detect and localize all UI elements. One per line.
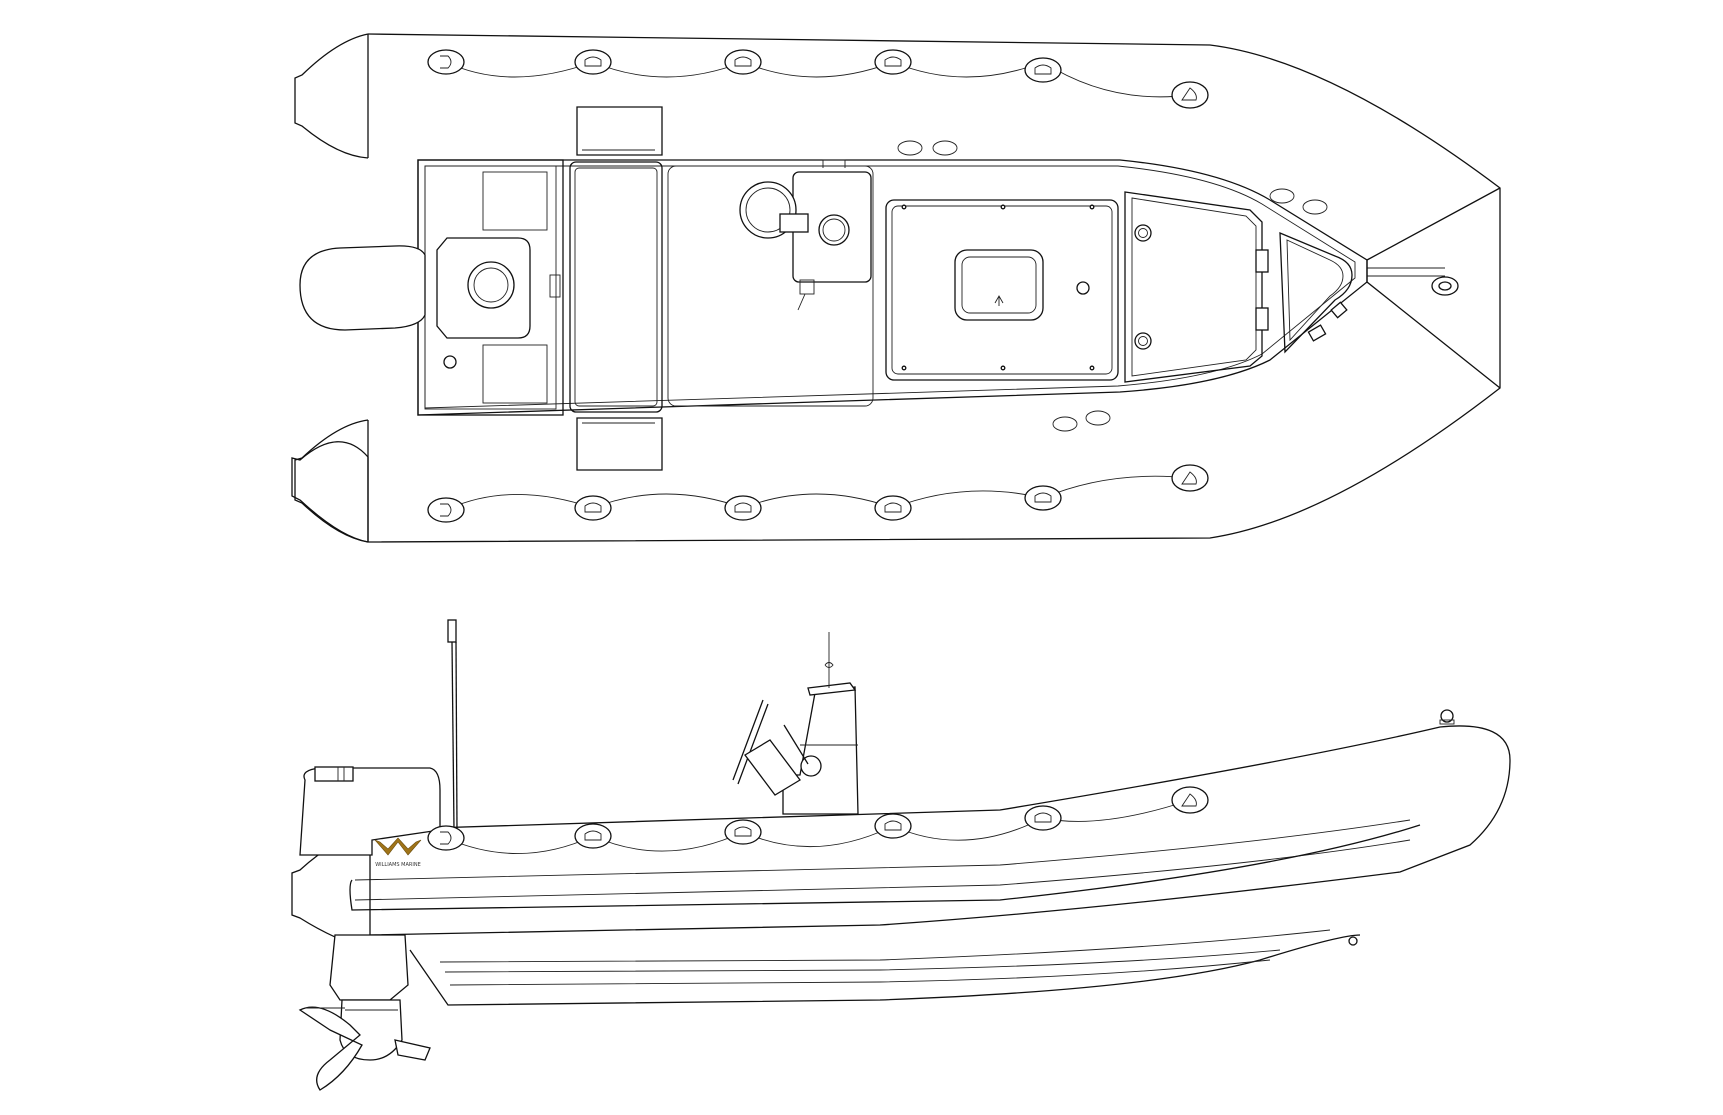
grab-handles-starboard (427, 464, 1209, 523)
transom-pad-top (482, 171, 548, 231)
motor-well (436, 237, 531, 339)
transom-drain (443, 355, 457, 369)
hinge-upper (1255, 249, 1269, 273)
side-hull (409, 934, 1361, 1006)
bow-eye-side (1348, 936, 1358, 946)
transom-pad-bottom (482, 344, 548, 404)
deck-fitting-upper (1134, 224, 1152, 242)
outboard-motor-top (299, 245, 426, 331)
side-console (732, 632, 859, 815)
antenna-icon (447, 619, 458, 831)
grab-handle-icon (427, 49, 465, 75)
outboard-motor-icon (298, 766, 441, 1091)
side-tube (369, 725, 1511, 936)
deck-fitting-lower (1134, 332, 1152, 350)
bow-cleat-icon (1440, 709, 1454, 723)
hatch-icon (954, 249, 1044, 321)
deck-panel-console (667, 165, 874, 407)
deck-panel-forward (1124, 191, 1263, 383)
starboard-tube-cone (294, 419, 369, 543)
steering-wheel-side (732, 699, 769, 785)
grab-handles-port (427, 49, 1209, 109)
tube-markers (897, 140, 1328, 432)
logo-text: WILLIAMS MARINE (375, 862, 421, 868)
bow-locker (1279, 232, 1353, 354)
seat-pad-port (576, 106, 663, 156)
throttle-knob (800, 755, 822, 777)
hinge-lower (1255, 307, 1269, 331)
logo: WILLIAMS MARINE (374, 837, 422, 868)
top-view (291, 33, 1501, 543)
port-tube-cone (294, 33, 369, 159)
seat-pad-starboard (576, 417, 663, 471)
bench-seat (569, 161, 663, 413)
inner-deck (417, 159, 1368, 416)
side-view: WILLIAMS MARINE (291, 619, 1511, 1091)
logo-mark-icon (374, 837, 422, 856)
side-grab-handles (427, 786, 1209, 854)
deck-panel-center (885, 199, 1119, 381)
tube-outline (291, 33, 1501, 543)
rub-strake (349, 824, 1421, 911)
hatch-handle-icon (994, 295, 1004, 306)
